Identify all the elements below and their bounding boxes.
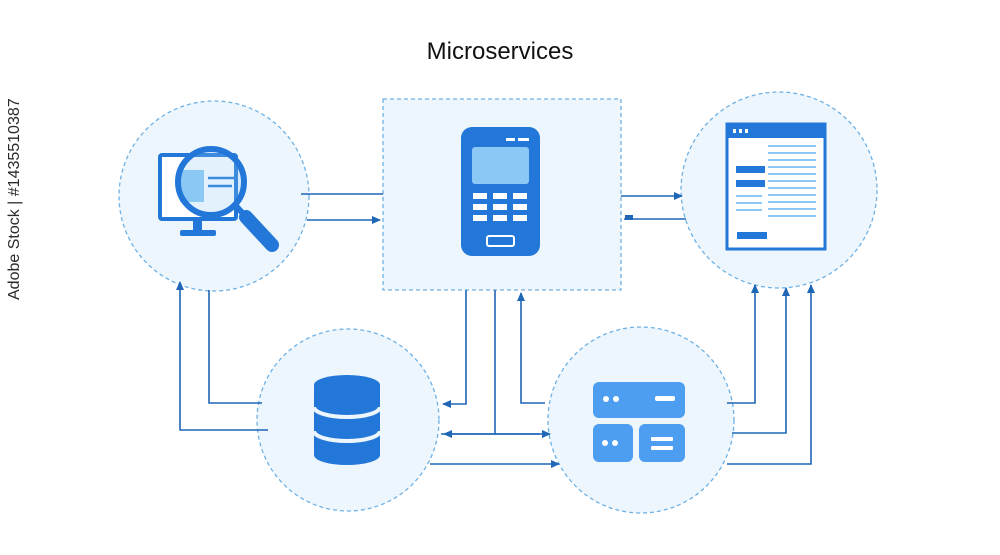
connector-server-document-1 <box>727 284 759 404</box>
connector-mobile-database <box>442 290 467 408</box>
monitor-search-icon <box>158 146 279 252</box>
node-server-panel <box>547 326 735 514</box>
server-panel-icon <box>593 382 685 462</box>
diagram-title: Microservices <box>426 38 574 65</box>
connectors <box>176 192 815 468</box>
connector-server-document-2 <box>732 287 790 434</box>
connector-server-document-3 <box>727 284 815 465</box>
connector-small-block <box>625 215 633 220</box>
connector-database-monitor-inner <box>208 290 262 404</box>
mobile-phone-icon <box>461 127 540 256</box>
database-icon <box>312 375 382 465</box>
document-window-icon <box>725 122 827 251</box>
connector-server-mobile <box>517 292 545 404</box>
connector-database-monitor-outer <box>176 281 268 431</box>
